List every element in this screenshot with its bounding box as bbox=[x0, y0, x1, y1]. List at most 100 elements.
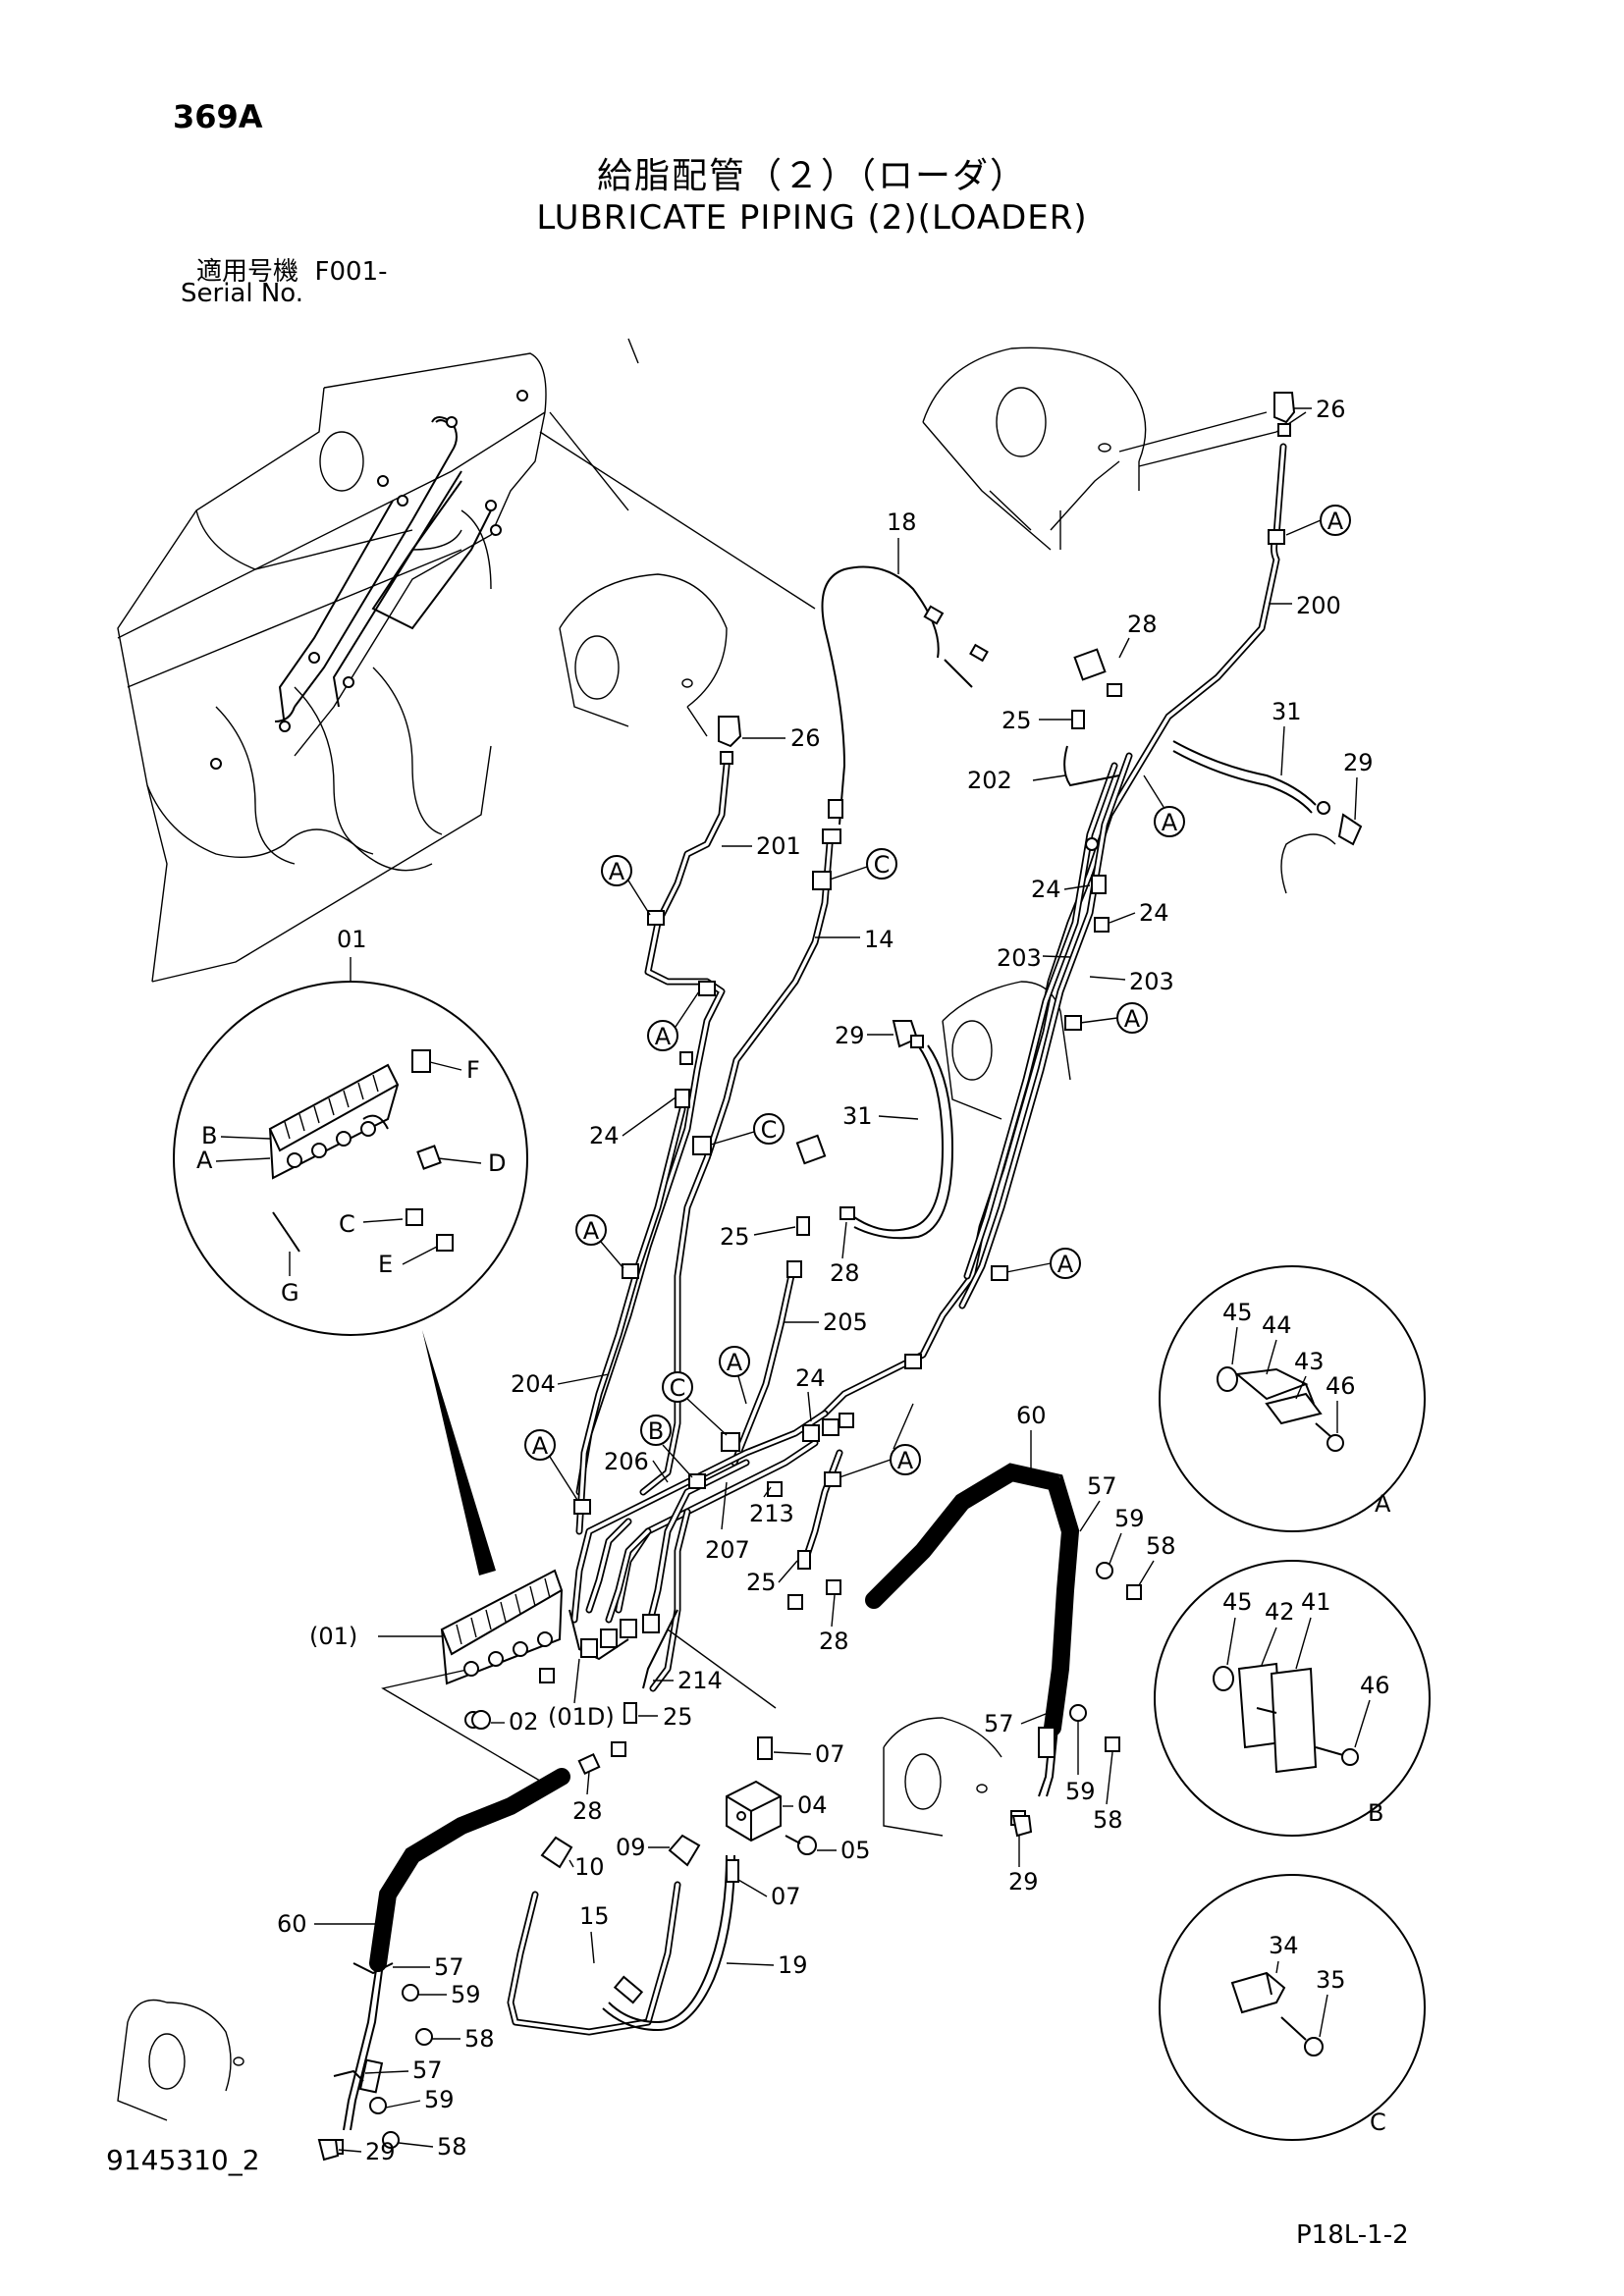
callout-24-left: 24 bbox=[1031, 876, 1061, 903]
callout-205: 205 bbox=[823, 1308, 868, 1336]
detail-c-34: 34 bbox=[1269, 1932, 1299, 1959]
detail-a-45: 45 bbox=[1222, 1299, 1253, 1326]
detail-a-44: 44 bbox=[1262, 1311, 1292, 1339]
callout-10: 10 bbox=[574, 1853, 605, 1881]
callout-58-left-2: 58 bbox=[437, 2133, 467, 2161]
callout-31-top: 31 bbox=[1272, 698, 1302, 725]
pipe-fittings bbox=[317, 392, 1363, 2162]
part-number-callouts: 26 200 28 31 29 25 202 24 24 203 203 18 … bbox=[277, 396, 1374, 2165]
callout-58-left-1: 58 bbox=[464, 2025, 495, 2053]
svg-text:A: A bbox=[897, 1447, 914, 1474]
detail-a-46: 46 bbox=[1326, 1372, 1356, 1400]
callout-01d: (01D) bbox=[548, 1703, 615, 1731]
callout-07-bottom: 07 bbox=[771, 1883, 801, 1910]
callout-203-left: 203 bbox=[997, 944, 1042, 972]
callout-24-middle: 24 bbox=[589, 1122, 620, 1149]
callout-25-middle: 25 bbox=[720, 1223, 750, 1251]
callout-b-1: B bbox=[640, 1415, 693, 1478]
callout-58-right-1: 58 bbox=[1146, 1532, 1176, 1560]
serial-label-japanese: 適用号機 F001- bbox=[196, 251, 388, 288]
detail-c-clamp: C 34 35 bbox=[1159, 1874, 1426, 2141]
inset-01-label: 01 bbox=[337, 926, 367, 953]
callout-203-right: 203 bbox=[1129, 968, 1174, 995]
callout-25-top: 25 bbox=[1001, 707, 1032, 734]
detail-b-letter: B bbox=[1368, 1799, 1383, 1827]
detail-a-letter: A bbox=[1375, 1490, 1391, 1518]
callout-200: 200 bbox=[1296, 592, 1341, 619]
callout-28-top: 28 bbox=[1127, 611, 1158, 638]
inset-label-f: F bbox=[466, 1056, 480, 1084]
svg-text:A: A bbox=[532, 1432, 549, 1460]
svg-text:A: A bbox=[1124, 1005, 1141, 1033]
inset-label-e: E bbox=[378, 1251, 393, 1278]
callout-214: 214 bbox=[677, 1667, 723, 1694]
callout-a-4: A bbox=[1005, 1248, 1081, 1279]
callout-01-paren: (01) bbox=[309, 1623, 357, 1650]
svg-text:A: A bbox=[583, 1217, 600, 1245]
callout-09: 09 bbox=[616, 1834, 646, 1861]
callout-04: 04 bbox=[797, 1791, 828, 1819]
callout-57-right-2: 57 bbox=[984, 1710, 1014, 1737]
callout-a-2: A bbox=[1143, 774, 1185, 837]
callout-c-3: C bbox=[662, 1371, 728, 1436]
callout-59-right-2: 59 bbox=[1065, 1778, 1096, 1805]
callout-59-left-2: 59 bbox=[424, 2086, 455, 2113]
callout-201: 201 bbox=[756, 832, 801, 860]
callout-59-left-1: 59 bbox=[451, 1981, 481, 2008]
callout-60-left: 60 bbox=[277, 1910, 307, 1938]
detail-b-clamp: B 45 42 41 46 bbox=[1154, 1560, 1431, 1837]
callout-57-left-1: 57 bbox=[434, 1953, 464, 1981]
callout-26-middle: 26 bbox=[790, 724, 821, 752]
detail-a-43: 43 bbox=[1294, 1348, 1325, 1375]
callout-57-right-1: 57 bbox=[1087, 1472, 1117, 1500]
inset-label-d: D bbox=[488, 1149, 506, 1177]
callout-05: 05 bbox=[840, 1837, 871, 1864]
callout-29-top: 29 bbox=[1343, 749, 1374, 776]
callout-14: 14 bbox=[864, 926, 894, 953]
inset-label-a: A bbox=[196, 1147, 213, 1174]
callout-15: 15 bbox=[579, 1902, 610, 1930]
callout-a-6: A bbox=[601, 855, 651, 916]
inset-label-b: B bbox=[201, 1122, 217, 1149]
callout-29-bottom-left: 29 bbox=[365, 2138, 396, 2165]
callout-202: 202 bbox=[967, 767, 1012, 794]
serial-label-jp: 適用号機 bbox=[196, 257, 299, 287]
callout-a-7: A bbox=[647, 990, 700, 1051]
boom-outline-upper-right bbox=[922, 347, 1307, 551]
serial-label-english: Serial No. bbox=[181, 279, 303, 308]
inset-label-g: G bbox=[281, 1279, 299, 1307]
callout-25-lower: 25 bbox=[746, 1569, 777, 1596]
callout-a-9: A bbox=[524, 1429, 578, 1501]
page-number: 369A bbox=[173, 98, 263, 135]
callout-59-right-1: 59 bbox=[1114, 1505, 1145, 1532]
title-japanese: 給脂配管（２）（ローダ） bbox=[596, 156, 1027, 196]
svg-text:A: A bbox=[1327, 507, 1344, 535]
svg-text:C: C bbox=[670, 1374, 686, 1402]
machine-outline-upper-left bbox=[117, 338, 816, 983]
callout-c-2: C bbox=[710, 1113, 785, 1146]
detail-b-42: 42 bbox=[1265, 1598, 1295, 1626]
callout-206: 206 bbox=[604, 1448, 649, 1475]
callout-60-right: 60 bbox=[1016, 1402, 1047, 1429]
callout-28-bottom: 28 bbox=[572, 1797, 603, 1825]
title-english: LUBRICATE PIPING (2)(LOADER) bbox=[536, 198, 1088, 238]
detail-c-35: 35 bbox=[1316, 1966, 1346, 1994]
detail-b-45: 45 bbox=[1222, 1588, 1253, 1616]
svg-text:A: A bbox=[655, 1023, 672, 1050]
detail-b-46: 46 bbox=[1360, 1672, 1390, 1699]
detail-a-clamp: A 45 44 43 46 bbox=[1159, 1265, 1426, 1532]
callout-a-8: A bbox=[575, 1214, 624, 1269]
callout-213: 213 bbox=[749, 1500, 794, 1527]
callout-24-lower: 24 bbox=[795, 1364, 826, 1392]
callout-58-right-2: 58 bbox=[1093, 1806, 1123, 1834]
callout-207: 207 bbox=[705, 1536, 750, 1564]
svg-text:A: A bbox=[1057, 1251, 1074, 1278]
callout-29-middle: 29 bbox=[835, 1022, 865, 1049]
callout-19: 19 bbox=[778, 1951, 808, 1979]
callout-c-1: C bbox=[829, 848, 897, 881]
svg-text:C: C bbox=[761, 1116, 778, 1144]
boom-outline-middle-left bbox=[559, 573, 728, 737]
callout-26-top: 26 bbox=[1316, 396, 1346, 423]
callout-a-1: A bbox=[1285, 505, 1351, 536]
